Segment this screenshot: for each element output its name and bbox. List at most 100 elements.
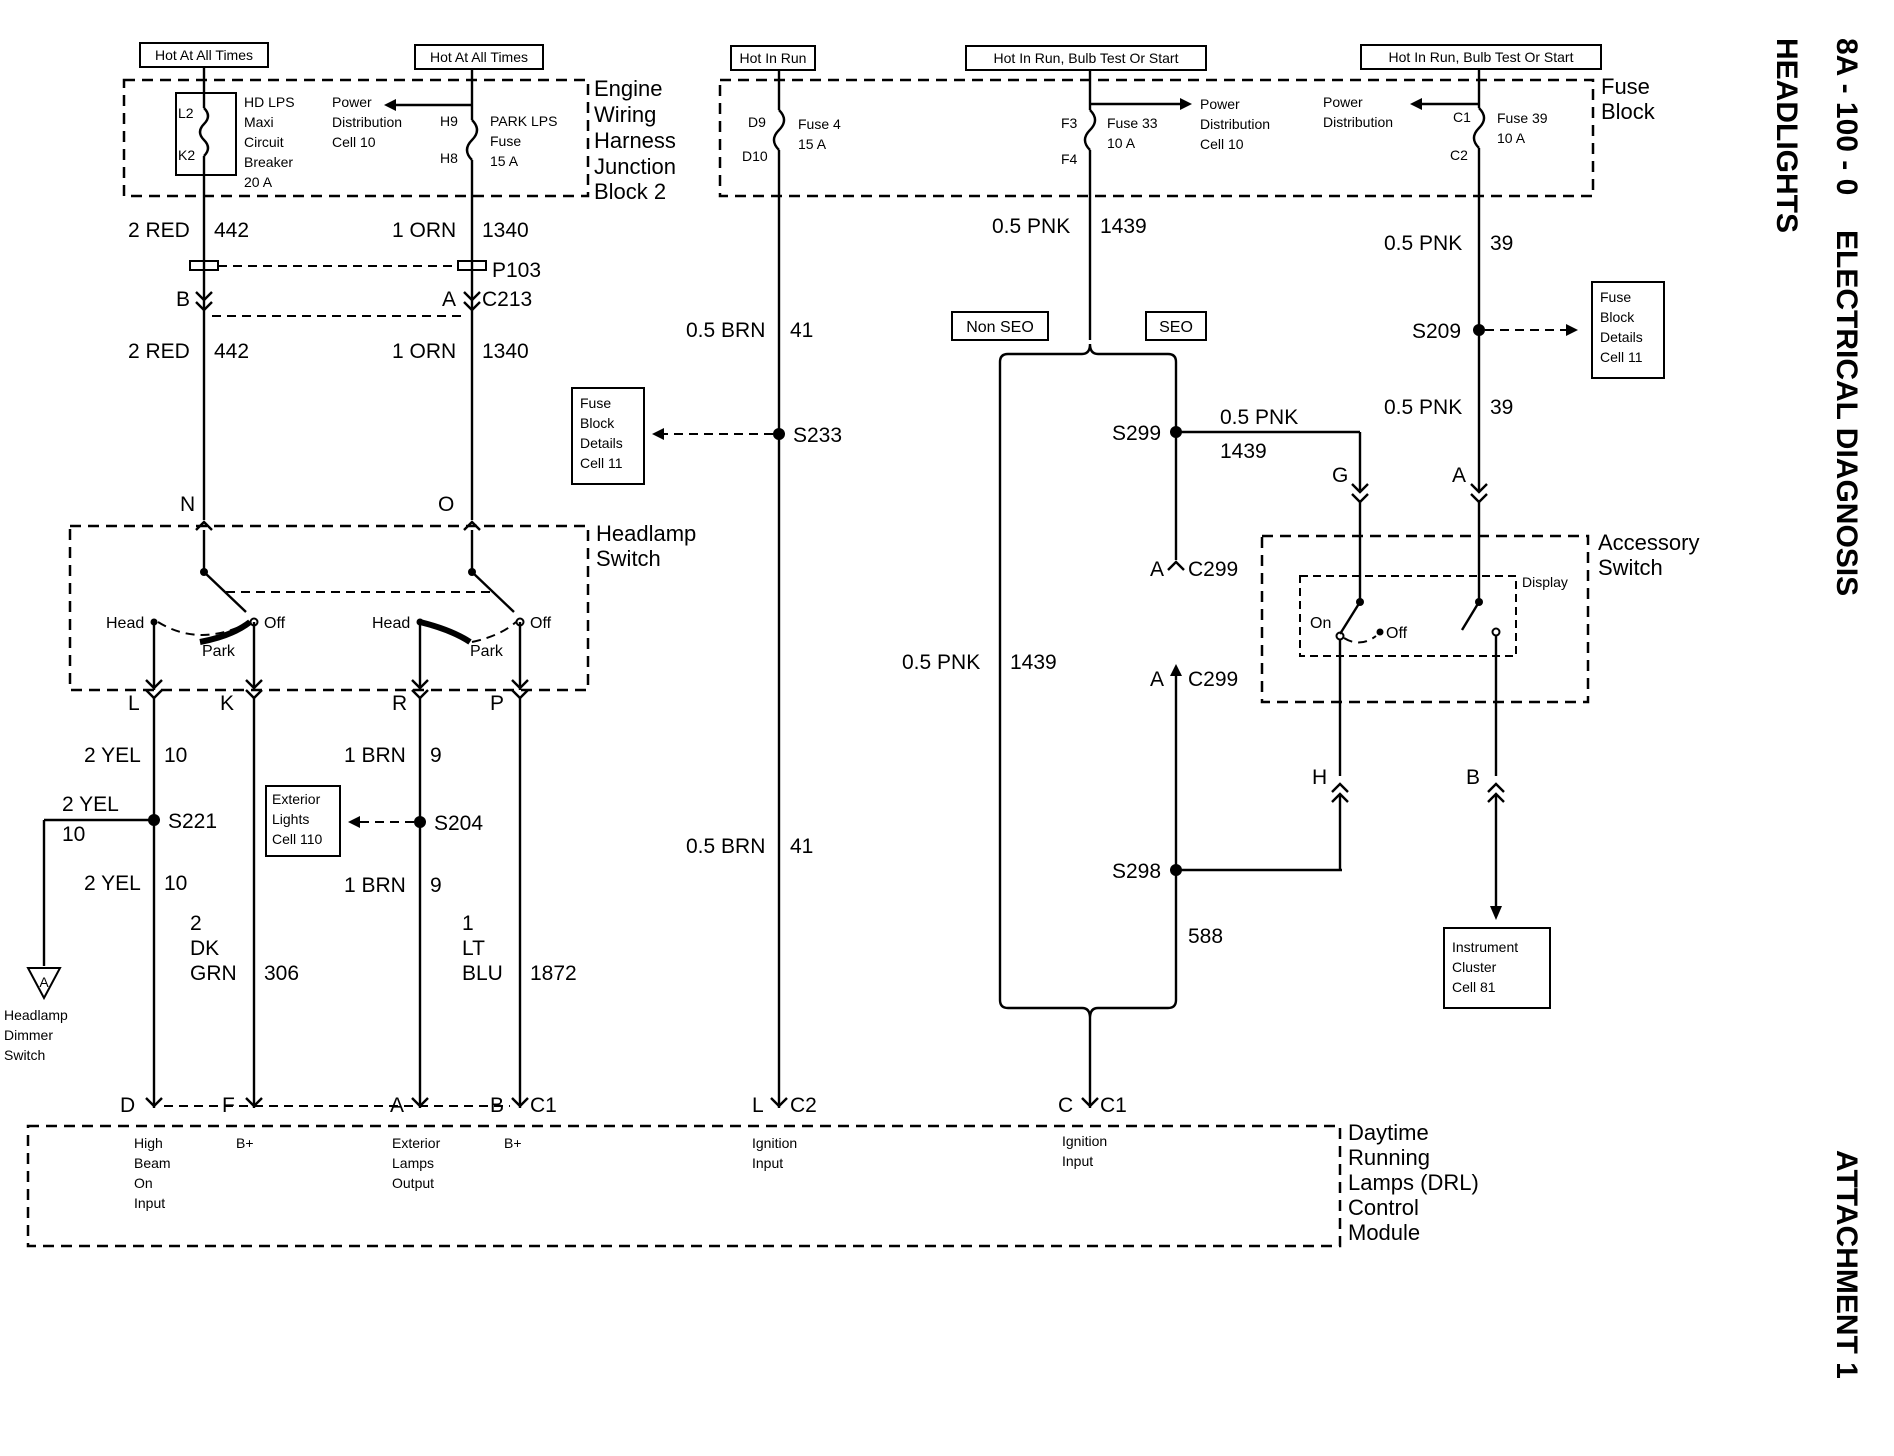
fuse-icon [465, 119, 479, 161]
ref-fuse-block-details-1: Fuse Block Details Cell 11 [571, 387, 645, 485]
ign1-1: Ignition [752, 1135, 797, 1151]
wire-10-num-1: 10 [164, 744, 187, 767]
off-label-left: Off [264, 615, 286, 632]
pin-a: A [442, 288, 456, 311]
power-header-hot-at-all-times-right: Hot At All Times [414, 44, 544, 70]
fuse-39-icon [1472, 107, 1486, 149]
wire-10-color-branch: 2 YEL [62, 793, 119, 816]
circuit-breaker-icon [198, 107, 210, 157]
wire-442-color-bottom: 2 RED [128, 340, 190, 363]
high-beam-4: Input [134, 1195, 165, 1211]
drl-pin-c: C [1058, 1094, 1073, 1117]
wire-306-text-1: 2 [190, 912, 202, 935]
wire-39-color-mid: 0.5 PNK [1384, 396, 1462, 419]
pin-p: P [490, 692, 504, 715]
accessory-title-1: Accessory [1598, 530, 1699, 555]
fuse33-pin-f3: F3 [1061, 115, 1078, 131]
b-plus-right: B+ [504, 1135, 522, 1151]
wire-1340-num-top: 1340 [482, 219, 529, 242]
drl-title-3: Lamps (DRL) [1348, 1170, 1479, 1195]
instrument-cluster-2: Cluster [1452, 959, 1497, 975]
splice-s299: S299 [1112, 422, 1161, 445]
hd-lps-breaker-box [175, 92, 237, 176]
instrument-cluster-1: Instrument [1452, 939, 1518, 955]
headlamp-switch-pins: L K R P [128, 679, 529, 715]
arrow-left-icon [348, 816, 360, 828]
park-pin-h8: H8 [440, 150, 458, 166]
pin-h: H [1312, 766, 1327, 789]
ref-instrument-cluster: Instrument Cluster Cell 81 [1443, 927, 1551, 1009]
pin-r: R [392, 692, 407, 715]
fbd1-3: Details [580, 435, 623, 451]
engine-block-title-2: Wiring [594, 102, 656, 127]
header-text: Hot In Run, Bulb Test Or Start [994, 50, 1179, 66]
wire-1872-text-1: 1 [462, 912, 474, 935]
breaker-pin-k2: K2 [178, 147, 195, 163]
drl-pin-f: F [222, 1094, 235, 1117]
fbd2-3: Details [1600, 329, 1643, 345]
drl-pin-l: L [752, 1094, 764, 1117]
circuit-9: 1 BRN 9 S204 1 BRN 9 [344, 698, 483, 1108]
drl-control-module: D F A B C1 L C2 C C1 Daytime Running Lam… [26, 1094, 1479, 1248]
power-header-hot-run-bulb-right: Hot In Run, Bulb Test Or Start [1360, 44, 1602, 70]
fbd2-2: Block [1600, 309, 1635, 325]
exterior-lights-3: Cell 110 [272, 831, 323, 847]
wire-442-color-top: 2 RED [128, 219, 190, 242]
section-title: ELECTRICAL DIAGNOSIS [1830, 230, 1863, 596]
exterior-lights-2: Lights [272, 811, 309, 827]
fbd1-1: Fuse [580, 395, 611, 411]
wire-1439-color-branch: 0.5 PNK [1220, 406, 1298, 429]
fuse-pd-left-2: Distribution [1323, 114, 1393, 130]
circuit-10: 2 YEL 10 S221 2 YEL 10 A Headlamp Dimmer… [4, 698, 217, 1108]
drl-conn-c1b: C1 [1100, 1094, 1127, 1117]
circuit-41: 0.5 BRN 41 S233 0.5 BRN 41 [652, 196, 842, 1108]
park-label-left: Park [202, 643, 236, 660]
engine-block-title-4: Junction [594, 154, 676, 179]
fbd1-2: Block [580, 415, 615, 431]
wire-1439-num-top: 1439 [1100, 215, 1147, 238]
engine-block-title-3: Harness [594, 128, 676, 153]
arrow-left-icon [652, 428, 664, 440]
circuit-39: 0.5 PNK 39 S209 0.5 PNK 39 A [1384, 196, 1578, 504]
engine-pd-text-1: Power [332, 94, 372, 110]
power-header-hot-at-all-times-left: Hot At All Times [139, 42, 269, 68]
breaker-text-2: Maxi [244, 114, 274, 130]
pin-g: G [1332, 464, 1348, 487]
head-label-left: Head [106, 615, 144, 632]
fuse-block: Fuse Block D9 D10 Fuse 4 15 A F3 F4 Fuse… [718, 74, 1656, 198]
accessory-switch: Accessory Switch Display On Off [1260, 500, 1699, 704]
fbd2-1: Fuse [1600, 289, 1631, 305]
wire-39-color-top: 0.5 PNK [1384, 232, 1462, 255]
pin-l: L [128, 692, 140, 715]
drl-pin-d: D [120, 1094, 135, 1117]
wire-9-num-1: 9 [430, 744, 442, 767]
engine-pd-text-2: Distribution [332, 114, 402, 130]
option-seo: SEO [1159, 319, 1193, 336]
wire-41-num-bottom: 41 [790, 835, 813, 858]
fuse-33-icon [1083, 109, 1097, 151]
splice-s233: S233 [793, 424, 842, 447]
dimmer-symbol: A [39, 974, 49, 990]
drl-title-1: Daytime [1348, 1120, 1429, 1145]
section-code: 8A - 100 - 0 [1830, 38, 1863, 195]
fuse33-text-1: Fuse 33 [1107, 115, 1158, 131]
wire-442-num-top: 442 [214, 219, 249, 242]
fuse39-pin-c1: C1 [1453, 109, 1471, 125]
ext-lamps-1: Exterior [392, 1135, 441, 1151]
park-fuse-text-3: 15 A [490, 153, 519, 169]
connector-c299-top: C299 [1188, 558, 1238, 581]
drl-title-2: Running [1348, 1145, 1430, 1170]
wire-1872-text-3: BLU [462, 962, 503, 985]
fuse4-text-1: Fuse 4 [798, 116, 841, 132]
wire-41-color-bottom: 0.5 BRN [686, 835, 765, 858]
high-beam-1: High [134, 1135, 163, 1151]
arrow-left-icon [384, 99, 396, 111]
circuit-306: 2 DK GRN 306 [190, 698, 299, 1108]
b-plus-left: B+ [236, 1135, 254, 1151]
ign2-2: Input [1062, 1153, 1093, 1169]
splice-s204: S204 [434, 812, 483, 835]
wire-1340-num-bottom: 1340 [482, 340, 529, 363]
accessory-outputs: H B [1312, 702, 1505, 920]
splice-s298: S298 [1112, 860, 1161, 883]
